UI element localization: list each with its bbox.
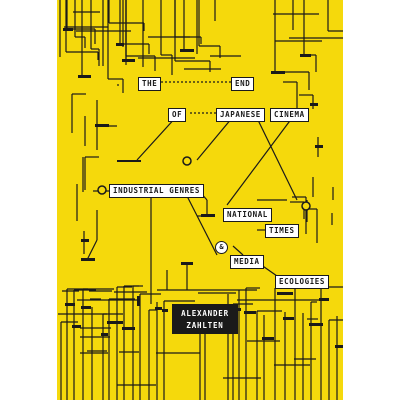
title-cinema: CINEMA [270,108,309,122]
author-last-name: ZAHLTEN [186,320,224,330]
title-end: END [231,77,255,91]
author-block: ALEXANDER ZAHLTEN [172,304,238,334]
title-japanese: JAPANESE [216,108,265,122]
subtitle-ampersand: & [215,241,228,254]
subtitle-media: MEDIA [230,255,264,269]
subtitle-industrial-genres: INDUSTRIAL GENRES [109,184,204,198]
subtitle-times: TIMES [265,224,299,238]
subtitle-ecologies: ECOLOGIES [275,275,330,289]
book-cover: THE END OF JAPANESE CINEMA INDUSTRIAL GE… [57,0,343,400]
network-diagram-art [57,0,343,400]
title-the: THE [138,77,162,91]
subtitle-national: NATIONAL [223,208,272,222]
title-of: OF [168,108,187,122]
author-first-name: ALEXANDER [181,308,229,318]
